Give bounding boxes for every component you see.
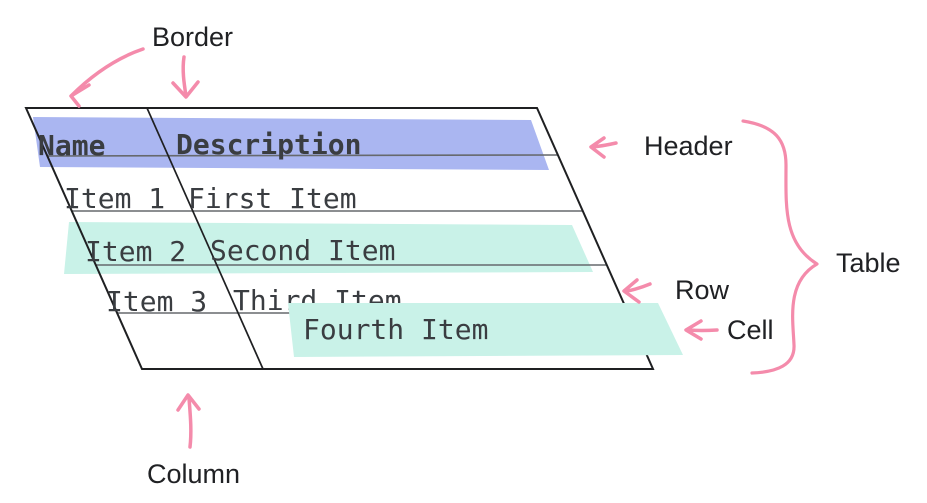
cell-row4-description-text: Fourth Item (303, 313, 488, 346)
cell-row2-description: Second Item (210, 234, 395, 267)
cell-row3-name: Item 3 (106, 285, 207, 318)
column-header-name: Name (38, 129, 105, 162)
cell-row1-name: Item 1 (64, 182, 165, 215)
cell-label: Cell (727, 315, 774, 345)
row-highlight (64, 222, 593, 274)
table-label: Table (836, 248, 901, 278)
table-frame (24, 107, 655, 370)
highlight-bands (33, 117, 593, 274)
row-dividers (46, 154, 628, 314)
border-arrow-curved (69, 47, 145, 108)
header-arrow (589, 136, 618, 159)
column-arrow (176, 393, 201, 449)
column-divider (146, 107, 264, 370)
column-header-description: Description (176, 128, 361, 161)
row-label: Row (675, 275, 730, 305)
border-arrow-straight (171, 55, 200, 99)
cell-row2-name: Item 2 (85, 235, 186, 268)
table-border (24, 107, 655, 370)
table-brace (741, 119, 819, 375)
annotation-labels: Border Header Table Row Cell Column (147, 22, 901, 489)
header-label: Header (644, 131, 733, 161)
row-divider (46, 154, 559, 157)
cell-row1-description: First Item (188, 182, 357, 215)
cell-highlight (288, 303, 683, 357)
header-highlight (33, 117, 549, 170)
annotation-arrows (69, 47, 819, 449)
row-arrow (622, 278, 652, 304)
table-text: Name Description Item 1 First Item Item … (38, 128, 402, 318)
border-label: Border (152, 22, 233, 52)
cell-arrow (684, 319, 719, 341)
column-label: Column (147, 459, 240, 489)
